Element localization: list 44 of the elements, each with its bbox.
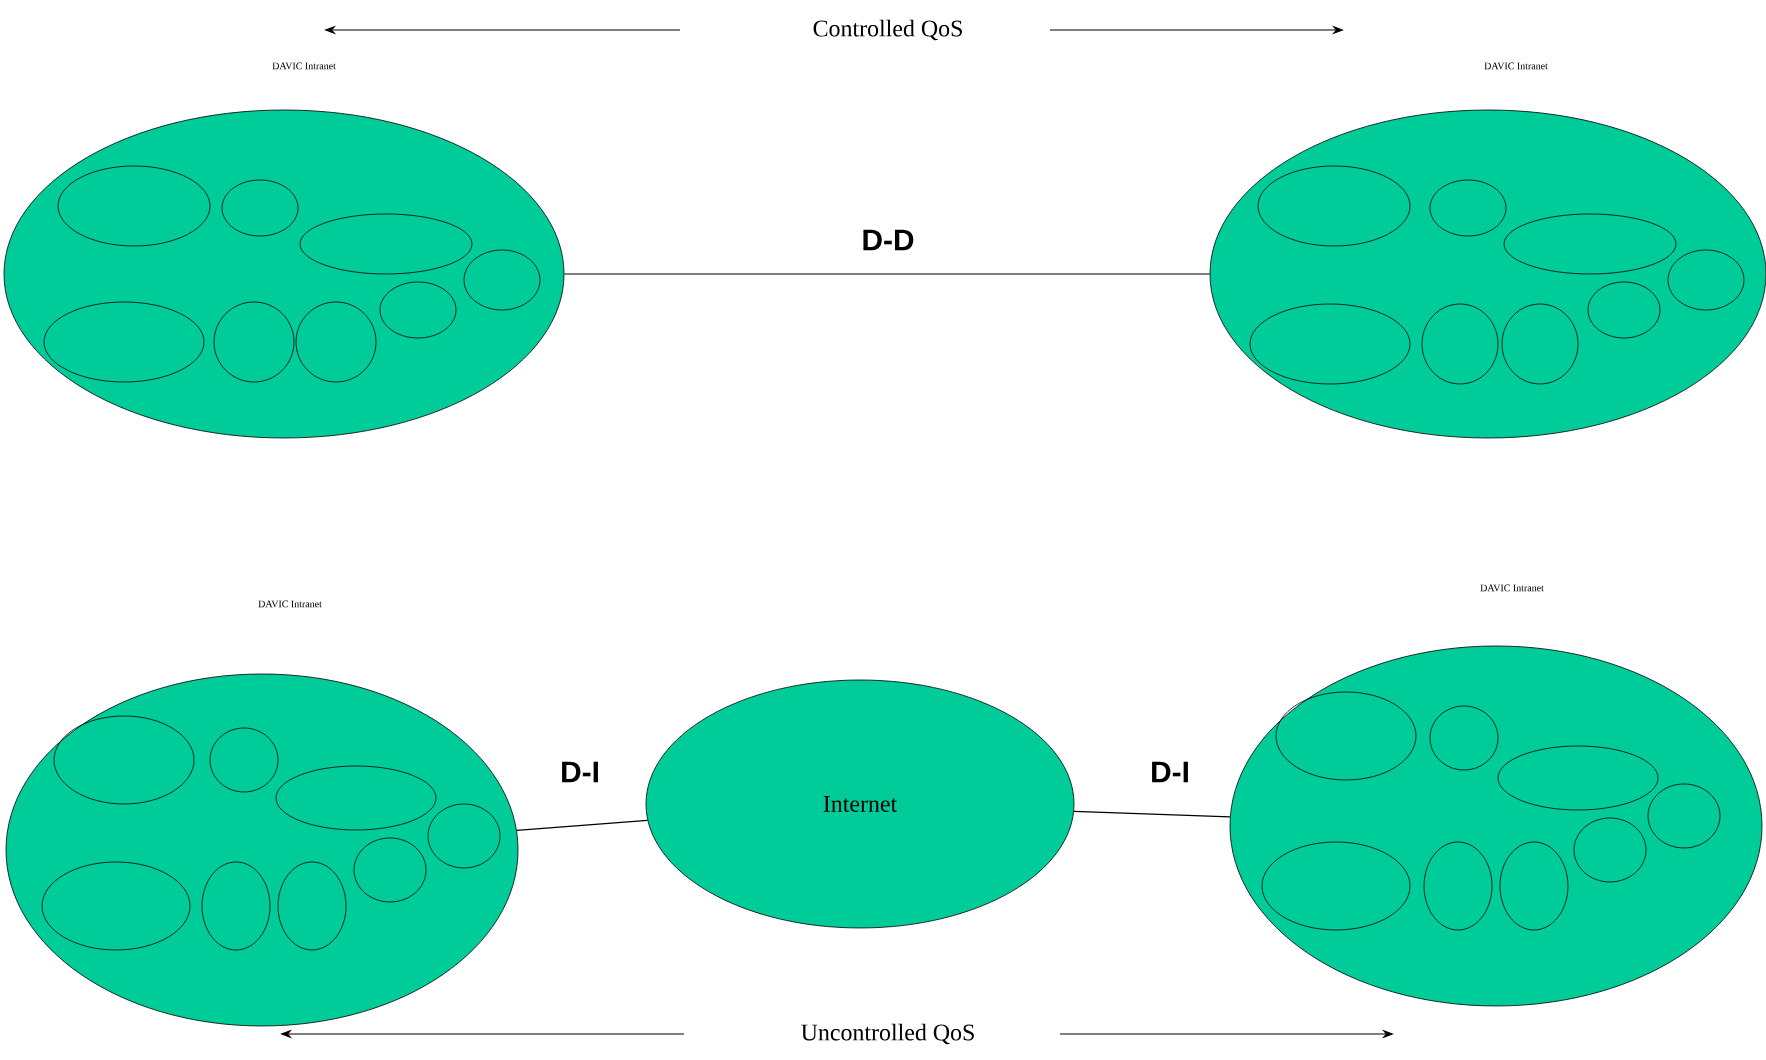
edge-label: D-I (562, 761, 598, 783)
subnetwork-ellipse (463, 249, 541, 311)
network-ellipse (1209, 109, 1766, 439)
subnetwork-ellipse (379, 281, 457, 339)
subnetwork-ellipse (1501, 303, 1579, 385)
subnetwork-ellipse (209, 727, 279, 793)
subnetwork-ellipse (213, 301, 295, 383)
subnetwork-ellipse (1429, 705, 1499, 771)
network-ellipse (5, 673, 519, 1027)
subnetwork-ellipse (353, 837, 427, 903)
subnetwork-ellipse (295, 301, 377, 383)
subnetwork-ellipse (1421, 303, 1499, 385)
subnetwork-ellipse (1497, 745, 1659, 811)
subnetwork-ellipse (1261, 841, 1411, 931)
connector-line (563, 273, 1211, 275)
subnetwork-ellipse (1667, 249, 1745, 311)
network-ellipse (1229, 645, 1763, 1007)
subnetwork-ellipse (275, 765, 437, 831)
subnetwork-ellipse (1257, 165, 1411, 247)
connector-line (1073, 810, 1231, 818)
subnetwork-ellipse (1503, 213, 1677, 275)
subnetwork-ellipse (57, 165, 211, 247)
subnetwork-ellipse (427, 803, 501, 869)
subnetwork-ellipse (201, 861, 271, 951)
subnetwork-ellipse (1499, 841, 1569, 931)
edge-label: D-I (1152, 761, 1188, 783)
subnetwork-ellipse (299, 213, 473, 275)
subnetwork-ellipse (1587, 281, 1661, 339)
subnetwork-ellipse (1647, 783, 1721, 849)
subnetwork-ellipse (277, 861, 347, 951)
subnetwork-ellipse (53, 715, 195, 805)
subnetwork-ellipse (1429, 179, 1507, 237)
heading-text: Uncontrolled QoS (801, 1023, 974, 1045)
network-ellipse (3, 109, 565, 439)
subnetwork-ellipse (1573, 817, 1647, 883)
edge-label: D-D (863, 229, 914, 251)
connector-line (516, 819, 649, 831)
subnetwork-ellipse (1275, 691, 1417, 781)
subnetwork-ellipse (1423, 841, 1493, 931)
subnetwork-ellipse (1249, 303, 1411, 385)
subnetwork-ellipse (221, 179, 299, 237)
subnetwork-ellipse (43, 301, 205, 383)
subnetwork-ellipse (41, 861, 191, 951)
heading-text: Controlled QoS (813, 19, 962, 41)
